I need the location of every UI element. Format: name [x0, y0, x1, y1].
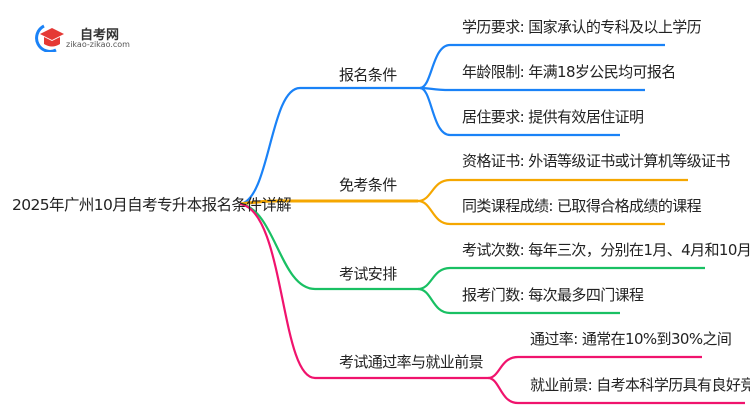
link-leaf-1-2: [419, 86, 645, 92]
logo-url: zikao-zikao.com: [66, 40, 130, 49]
leaf-2-2[interactable]: 同类课程成绩: 已取得合格成绩的课程: [462, 197, 702, 215]
link-root-branch-1: [239, 86, 420, 206]
branch-2[interactable]: 免考条件: [339, 176, 397, 194]
branch-3[interactable]: 考试安排: [339, 265, 397, 283]
leaf-4-2[interactable]: 就业前景: 自考本科学历具有良好竞争力: [530, 376, 750, 394]
leaf-3-1[interactable]: 考试次数: 每年三次，分别在1月、4月和10月: [462, 241, 750, 259]
leaf-2-1[interactable]: 资格证书: 外语等级证书或计算机等级证书: [462, 152, 730, 170]
leaf-3-2[interactable]: 报考门数: 每次最多四门课程: [462, 286, 644, 304]
leaf-4-1[interactable]: 通过率: 通常在10%到30%之间: [530, 330, 732, 348]
link-root-branch-4: [239, 202, 488, 380]
link-leaf-4-2: [487, 376, 745, 405]
link-leaf-4-1: [487, 355, 702, 380]
link-leaf-2-2: [417, 199, 665, 226]
graduation-cap-icon: [35, 24, 64, 52]
link-leaf-2-1: [417, 178, 688, 203]
link-leaf-1-1: [419, 43, 665, 90]
leaf-1-1[interactable]: 学历要求: 国家承认的专科及以上学历: [462, 18, 702, 36]
leaf-1-2[interactable]: 年龄限制: 年满18岁公民均可报名: [462, 63, 676, 81]
leaf-1-3[interactable]: 居住要求: 提供有效居住证明: [462, 108, 644, 126]
branch-4[interactable]: 考试通过率与就业前景: [339, 353, 484, 371]
logo-title: 自考网: [80, 28, 120, 43]
link-leaf-3-1: [417, 266, 705, 291]
link-root-branch-2: [239, 199, 418, 206]
link-leaf-3-2: [417, 287, 620, 315]
branch-1[interactable]: 报名条件: [339, 66, 397, 84]
link-leaf-1-3: [419, 86, 620, 137]
root-topic[interactable]: 2025年广州10月自考专升本报名条件详解: [12, 196, 292, 214]
